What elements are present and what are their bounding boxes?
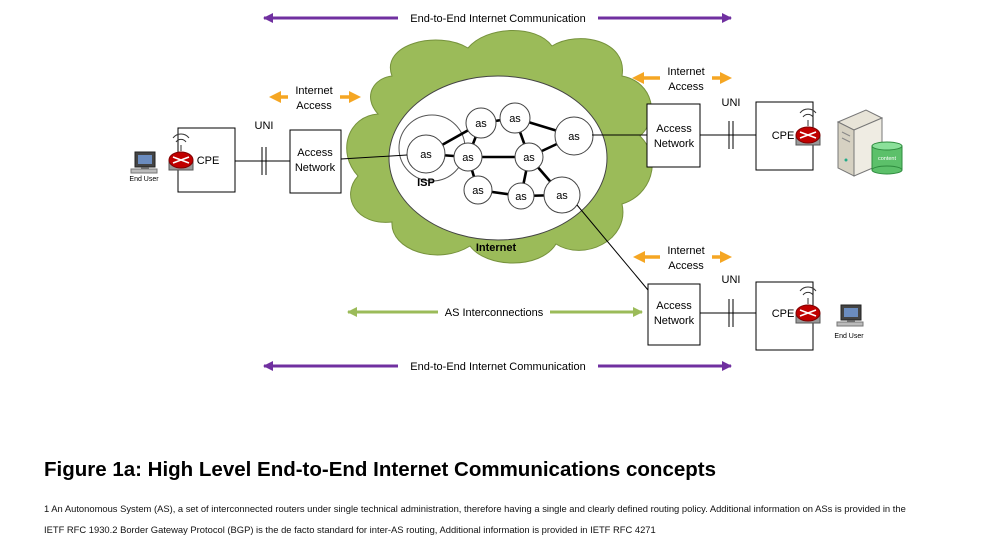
e2e-label-bottom: End-to-End Internet Communication (410, 361, 585, 373)
internet-access-arrow-bottom-right: Internet Access (633, 242, 732, 272)
e2e-arrow-bottom: End-to-End Internet Communication (263, 361, 732, 373)
router-icon (795, 286, 821, 324)
uni-label-top-right: UNI (722, 97, 741, 109)
svg-text:CPE: CPE (772, 130, 795, 142)
end-user-label-right: End User (834, 333, 864, 340)
router-icon (168, 133, 194, 171)
end-user-computer-icon (130, 151, 158, 174)
as-node: as (463, 175, 493, 205)
internet-label: Internet (476, 242, 517, 254)
as-node: as (543, 176, 581, 214)
uni-ticks (261, 121, 734, 327)
access-network-bottom-right: Access Network (647, 283, 701, 346)
svg-text:Access: Access (297, 147, 333, 159)
internet-access-arrow-top-right: Internet Access (632, 63, 732, 93)
end-user-label-left: End User (129, 176, 159, 183)
footnote-line-1: 1 An Autonomous System (AS), a set of in… (44, 503, 906, 514)
svg-text:Access: Access (656, 123, 692, 135)
figure-caption: Figure 1a: High Level End-to-End Interne… (44, 458, 717, 481)
access-network-top-right: Access Network (646, 103, 701, 168)
svg-text:CPE: CPE (197, 155, 220, 167)
svg-text:as: as (568, 131, 580, 143)
e2e-label-top: End-to-End Internet Communication (410, 13, 585, 25)
internet-access-arrow-left: Internet Access (269, 82, 361, 112)
as-node: as (453, 142, 483, 172)
svg-text:Access: Access (668, 260, 704, 272)
svg-text:Network: Network (295, 162, 336, 174)
as-node: as (514, 142, 544, 172)
svg-text:Internet: Internet (667, 245, 704, 257)
svg-text:as: as (556, 190, 568, 202)
as-node: as (406, 134, 446, 174)
footnote-line-2: IETF RFC 1930.2 Border Gateway Protocol … (44, 524, 656, 535)
e2e-arrow-top: End-to-End Internet Communication (263, 13, 732, 25)
svg-text:Access: Access (656, 300, 692, 312)
svg-text:Network: Network (654, 315, 695, 327)
isp-label: ISP (417, 177, 435, 189)
svg-text:as: as (420, 149, 432, 161)
svg-text:CPE: CPE (772, 308, 795, 320)
database-icon: content (871, 141, 903, 175)
svg-text:as: as (515, 191, 527, 203)
svg-text:as: as (472, 185, 484, 197)
as-interconnections-label: AS Interconnections (445, 307, 544, 319)
uni-label-left: UNI (255, 120, 274, 132)
svg-text:as: as (509, 113, 521, 125)
svg-text:Access: Access (296, 100, 332, 112)
access-network-left: Access Network (289, 129, 342, 194)
svg-text:Internet: Internet (295, 85, 332, 97)
svg-text:as: as (462, 152, 474, 164)
svg-text:Internet: Internet (667, 66, 704, 78)
as-node: as (465, 107, 497, 139)
as-node: as (507, 182, 535, 210)
internet-cloud (346, 30, 653, 264)
router-icon (795, 108, 821, 146)
as-interconnections-arrow: AS Interconnections (347, 307, 643, 319)
uni-label-bottom-right: UNI (722, 274, 741, 286)
internet-communications-diagram: End-to-End Internet Communication as as … (129, 13, 903, 373)
end-user-computer-icon (836, 304, 864, 327)
content-label: content (878, 156, 897, 162)
svg-text:Network: Network (654, 138, 695, 150)
svg-text:as: as (475, 118, 487, 130)
as-node: as (499, 102, 531, 134)
svg-text:Access: Access (668, 81, 704, 93)
svg-text:as: as (523, 152, 535, 164)
as-node: as (554, 116, 594, 156)
